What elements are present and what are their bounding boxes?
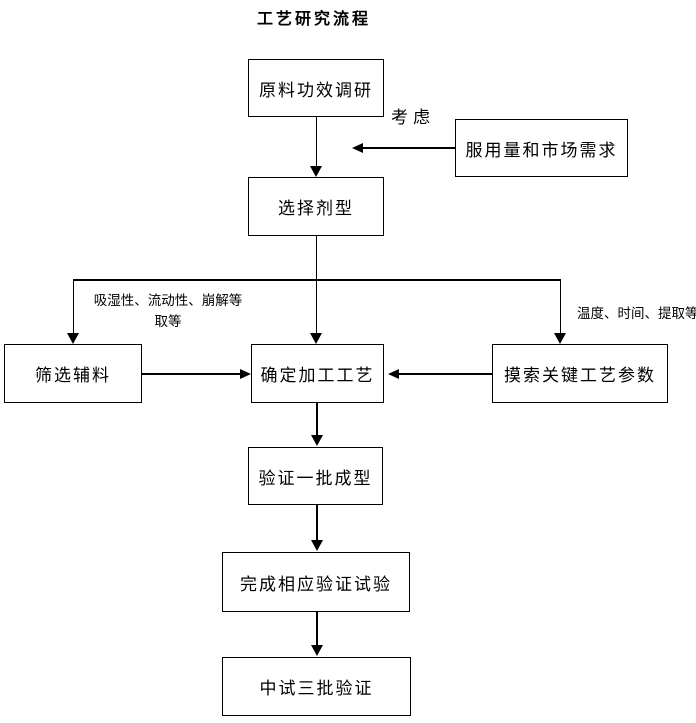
connector-form-to-branch-line [315,236,317,280]
connector-process-to-batch-line [316,403,318,436]
page-title: 工艺研究流程 [257,11,372,28]
arrowhead-down-icon [311,540,323,551]
node-pilot-three-batches: 中试三批验证 [222,657,411,716]
arrowhead-down-icon [311,645,323,656]
node-determine-process: 确定加工工艺 [251,344,384,403]
edge-label-right-branch: 温度、时间、提取等 [577,306,696,321]
edge-label-left-branch-line1: 吸湿性、流动性、崩解等 [93,293,243,308]
node-complete-verification: 完成相应验证试验 [222,552,410,612]
connector-branch-to-excipients-line [72,279,74,334]
node-screen-excipients: 筛选辅料 [4,344,142,403]
node-raw-material-research: 原料功效调研 [248,59,384,117]
arrowhead-left-icon [352,143,363,153]
arrowhead-left-icon [388,369,399,379]
arrowhead-down-icon [310,166,322,177]
connector-dosage-consider-line [362,147,455,149]
node-explore-parameters: 摸索关键工艺参数 [492,344,668,403]
node-verify-batch-forming: 验证一批成型 [248,447,383,505]
arrowhead-down-icon [311,435,323,446]
connector-branch-to-process-line [315,279,317,334]
node-dosage-market-demand: 服用量和市场需求 [455,119,628,177]
connector-branch-to-parameters-line [559,279,561,334]
edge-label-left-branch-line2: 取等 [154,314,182,329]
connector-verify-to-pilot-line [316,612,318,646]
connector-parameters-to-process-line [399,373,492,375]
edge-label-left-branch: 吸湿性、流动性、崩解等 取等 [88,290,248,332]
connector-research-to-form-line [315,117,317,167]
arrowhead-down-icon [554,333,566,344]
arrowhead-down-icon [67,333,79,344]
node-select-dosage-form: 选择剂型 [248,177,384,236]
connector-batch-to-verify-line [316,505,318,541]
arrowhead-right-icon [240,369,251,379]
edge-label-consider: 考虑 [391,108,435,127]
arrowhead-down-icon [310,333,322,344]
connector-excipients-to-process-line [142,373,241,375]
